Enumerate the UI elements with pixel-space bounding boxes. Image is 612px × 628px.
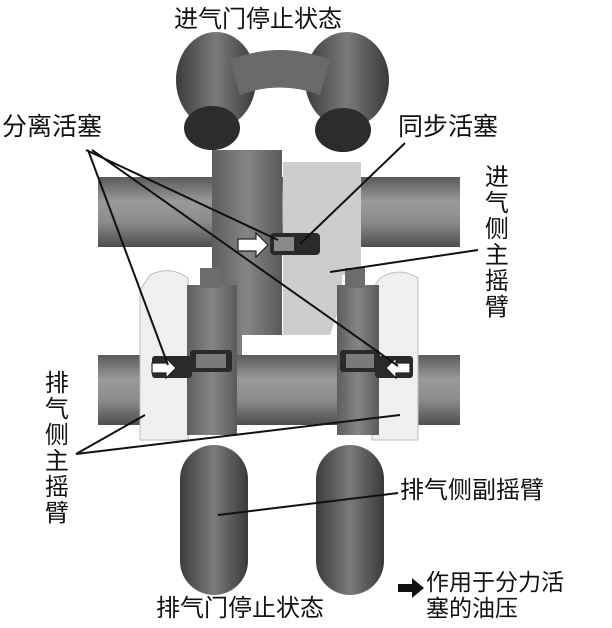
separation-piston-label: 分离活塞 [2,114,102,139]
legend-text: 作用于分力活 塞的油压 [426,570,564,622]
intake-valve-caps [176,32,389,152]
intake-valve-stop-label: 进气门停止状态 [174,7,342,31]
intake-main-arm-label: 进气侧主摇臂 [480,164,507,320]
exhaust-valve-stop-label: 排气门停止状态 [156,596,324,620]
right-arrow-icon [396,576,426,600]
sync-piston-label: 同步活塞 [398,114,498,139]
exhaust-sub-arm-label: 排气侧副摇臂 [400,478,544,502]
exhaust-main-arm-label: 排气侧主摇臂 [40,370,67,526]
exhaust-sub-rocker-lobes [180,445,384,595]
legend: 作用于分力活 塞的油压 [396,570,608,626]
